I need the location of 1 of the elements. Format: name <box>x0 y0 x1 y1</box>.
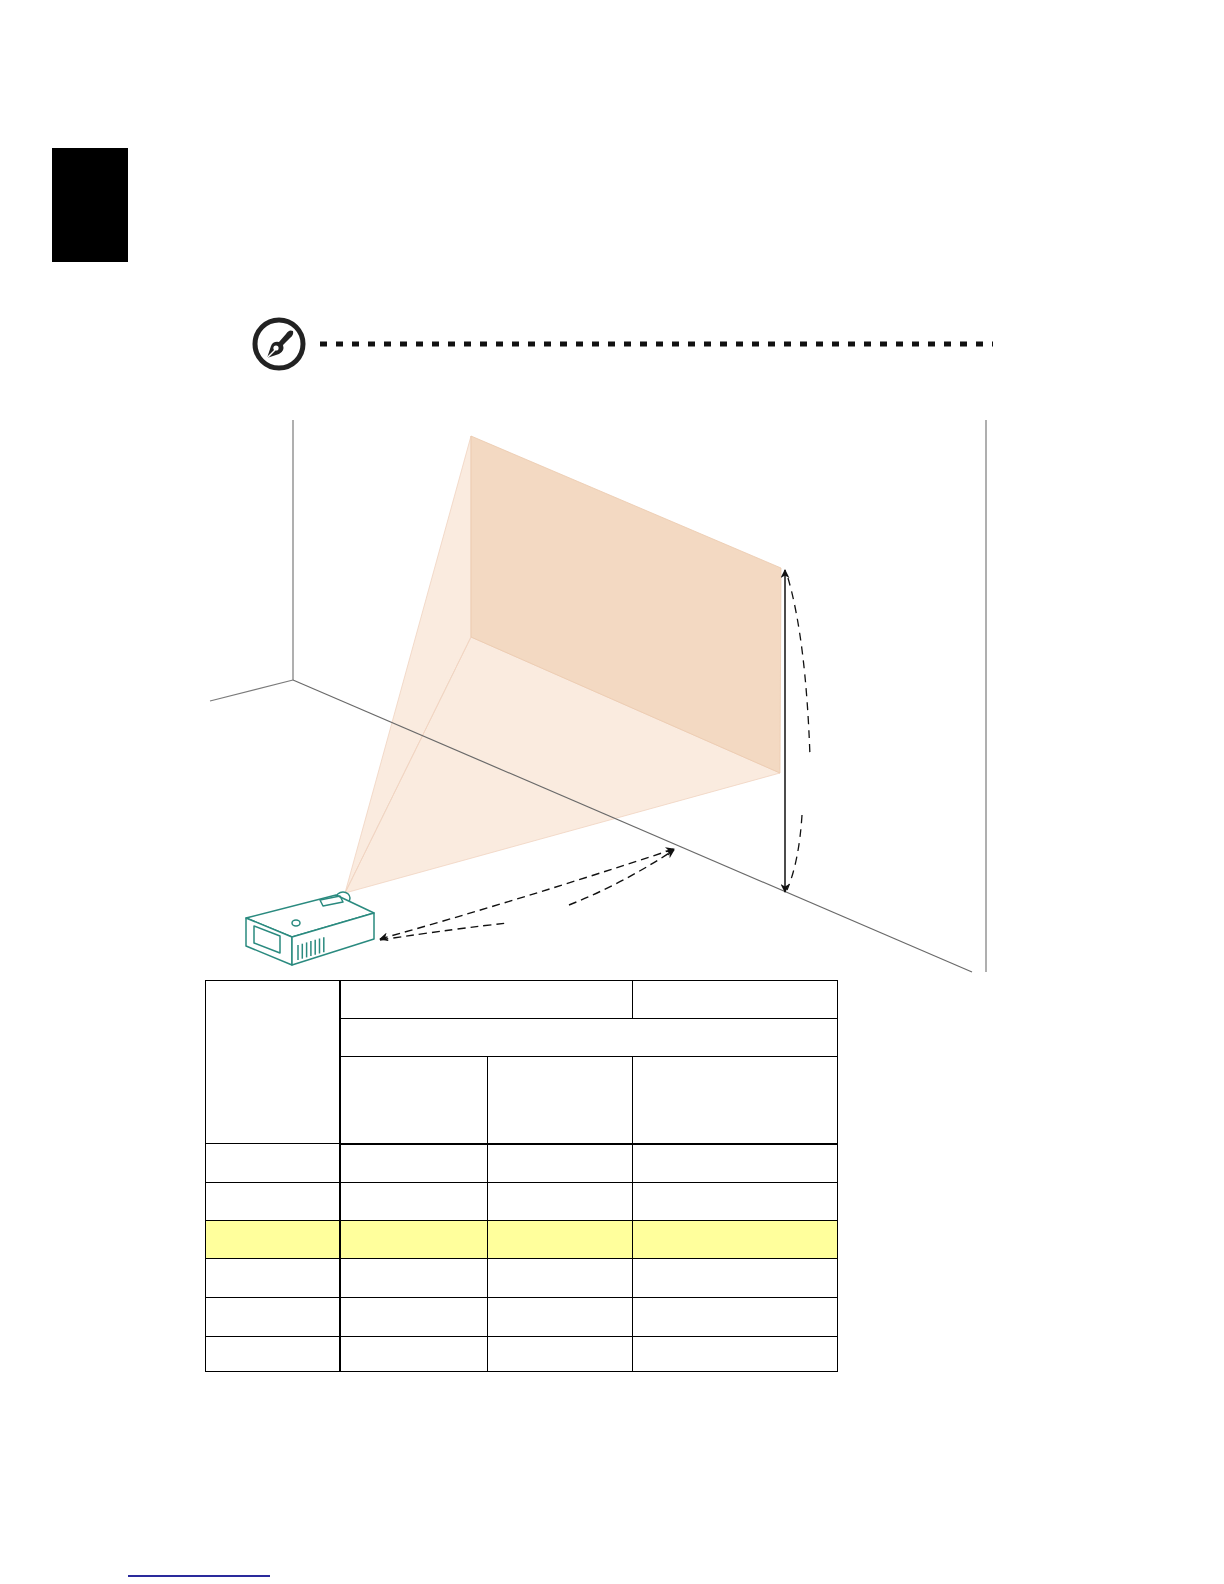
chapter-tab <box>52 148 128 262</box>
